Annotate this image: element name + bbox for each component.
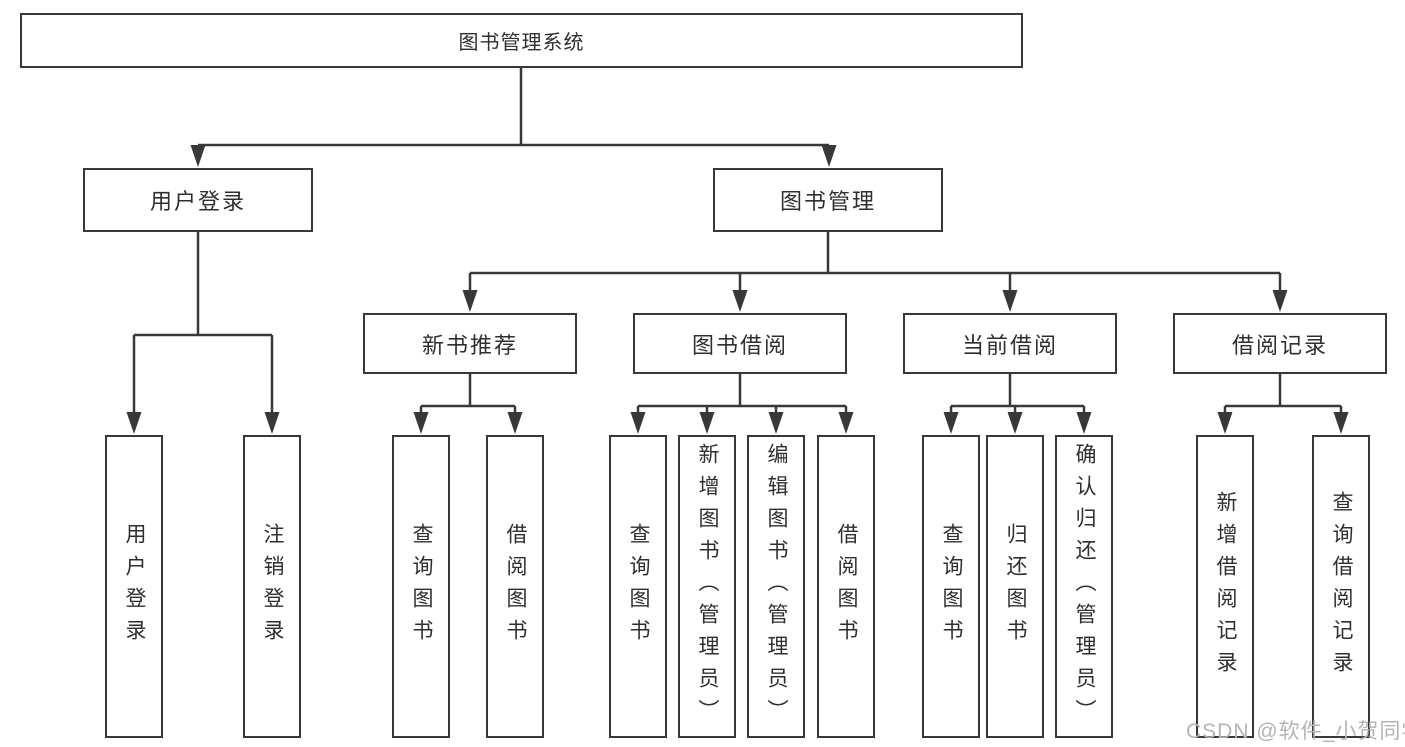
arrow-icon [126, 412, 142, 434]
node-borrow-records: 借阅记录 [1173, 313, 1387, 374]
arrow-icon [1272, 290, 1288, 312]
node-label: 借阅图书 [835, 522, 859, 651]
arrow-icon [1007, 412, 1023, 434]
node-book-management: 图书管理 [713, 168, 943, 232]
leaf-confirm-return-admin: 确认归还（管理员） [1055, 435, 1113, 738]
node-label: 新增图书（管理员） [696, 442, 720, 731]
leaf-add-book-admin: 新增图书（管理员） [678, 435, 736, 738]
leaf-user-login: 用户登录 [105, 435, 163, 738]
node-label: 用户登录 [149, 189, 246, 214]
node-label: 新书推荐 [421, 332, 518, 358]
arrow-icon [732, 290, 748, 312]
leaf-borrow-books-recommend: 借阅图书 [486, 435, 544, 738]
node-label: 图书借阅 [691, 332, 788, 358]
leaf-query-books-borrow: 查询图书 [609, 435, 667, 738]
node-label: 查询图书 [410, 522, 434, 651]
node-label: 归还图书 [1004, 522, 1028, 651]
node-label: 注销登录 [261, 522, 285, 651]
arrow-icon [943, 412, 959, 434]
arrow-icon [768, 412, 784, 434]
arrow-icon [413, 412, 429, 434]
node-current-borrow: 当前借阅 [903, 313, 1117, 374]
node-label: 借阅记录 [1231, 332, 1328, 358]
node-root-system: 图书管理系统 [20, 13, 1023, 68]
node-label: 借阅图书 [504, 522, 528, 651]
arrow-icon [264, 412, 280, 434]
node-book-borrow: 图书借阅 [633, 313, 847, 374]
node-label: 用户登录 [123, 522, 147, 651]
arrow-icon [1002, 290, 1018, 312]
arrow-icon [821, 145, 837, 167]
arrow-icon [699, 412, 715, 434]
leaf-edit-book-admin: 编辑图书（管理员） [747, 435, 805, 738]
leaf-return-book: 归还图书 [986, 435, 1044, 738]
leaf-add-borrow-record: 新增借阅记录 [1196, 435, 1254, 738]
node-label: 确认归还（管理员） [1073, 442, 1097, 731]
node-new-book-recommend: 新书推荐 [363, 313, 577, 374]
node-label: 图书管理系统 [458, 32, 585, 54]
leaf-query-borrow-record: 查询借阅记录 [1312, 435, 1370, 738]
arrow-icon [630, 412, 646, 434]
arrow-icon [1333, 412, 1349, 434]
leaf-logout: 注销登录 [243, 435, 301, 738]
arrow-icon [507, 412, 523, 434]
node-label: 查询图书 [940, 522, 964, 651]
leaf-query-books-recommend: 查询图书 [392, 435, 450, 738]
arrow-icon [462, 290, 478, 312]
node-label: 新增借阅记录 [1214, 490, 1238, 683]
node-label: 编辑图书（管理员） [765, 442, 789, 731]
node-user-login: 用户登录 [83, 168, 313, 232]
leaf-query-books-current: 查询图书 [922, 435, 980, 738]
node-label: 图书管理 [779, 189, 876, 214]
node-label: 当前借阅 [961, 332, 1058, 358]
csdn-watermark: CSDN @软件_小贺同学 [1186, 720, 1405, 743]
arrow-icon [838, 412, 854, 434]
node-label: 查询借阅记录 [1330, 490, 1354, 683]
node-label: 查询图书 [627, 522, 651, 651]
arrow-icon [1076, 412, 1092, 434]
arrow-icon [1217, 412, 1233, 434]
arrow-icon [190, 145, 206, 167]
leaf-borrow-books: 借阅图书 [817, 435, 875, 738]
